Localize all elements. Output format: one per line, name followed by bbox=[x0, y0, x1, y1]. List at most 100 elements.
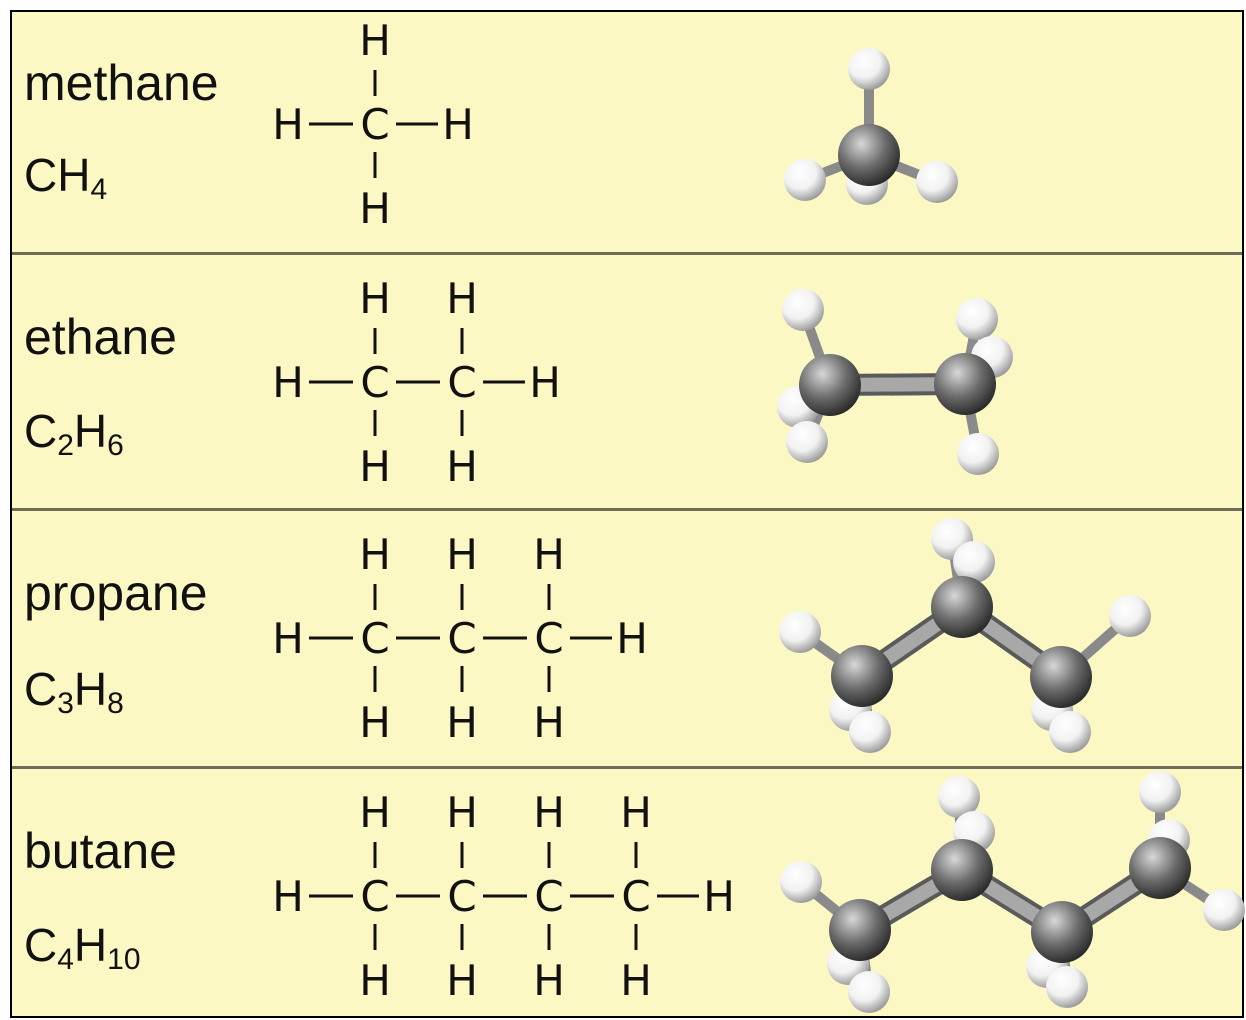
hydrogen-atom bbox=[780, 861, 822, 903]
carbon-atom bbox=[931, 576, 993, 638]
hydrogen-atom bbox=[782, 289, 824, 331]
molecule-name-butane: butane bbox=[24, 823, 177, 879]
hydrogen-label: H bbox=[359, 274, 391, 323]
hydrogen-atom bbox=[849, 711, 891, 753]
carbon-label: C bbox=[447, 614, 476, 663]
hydrogen-atom bbox=[956, 298, 998, 340]
hydrogen-atom bbox=[1109, 595, 1151, 637]
molecule-name-methane: methane bbox=[24, 55, 219, 111]
carbon-atom bbox=[1031, 901, 1093, 963]
hydrogen-label: H bbox=[446, 698, 478, 747]
carbon-atom bbox=[838, 124, 900, 186]
carbon-label: C bbox=[360, 100, 389, 149]
formula-part: C bbox=[24, 405, 58, 457]
hydrogen-label: H bbox=[272, 358, 304, 407]
hydrogen-label: H bbox=[446, 788, 478, 837]
formula-part: 10 bbox=[107, 943, 141, 976]
hydrogen-atom bbox=[916, 161, 958, 203]
ball-stick-model-ethane bbox=[777, 289, 1013, 475]
hydrogen-label: H bbox=[620, 956, 652, 1005]
hydrogen-label: H bbox=[446, 530, 478, 579]
hydrogen-label: H bbox=[359, 698, 391, 747]
hydrogen-atom bbox=[1046, 966, 1088, 1008]
hydrogen-label: H bbox=[616, 614, 648, 663]
formula-part: C bbox=[24, 919, 58, 971]
hydrogen-atom bbox=[786, 421, 828, 463]
hydrogen-atom bbox=[1139, 771, 1181, 813]
ball-stick-model-propane bbox=[779, 518, 1151, 753]
carbon-label: C bbox=[447, 358, 476, 407]
hydrogen-label: H bbox=[533, 788, 565, 837]
molecule-name-propane: propane bbox=[24, 565, 208, 621]
hydrogen-label: H bbox=[446, 956, 478, 1005]
hydrogen-atom bbox=[953, 541, 995, 583]
hydrogen-label: H bbox=[533, 530, 565, 579]
hydrogen-label: H bbox=[272, 872, 304, 921]
formula-part: 4 bbox=[57, 943, 74, 976]
carbon-label: C bbox=[360, 872, 389, 921]
molecule-formula-methane: CH4 bbox=[24, 149, 107, 205]
molecule-formula-propane: C3H8 bbox=[24, 663, 124, 719]
formula-part: H bbox=[73, 919, 108, 971]
carbon-label: C bbox=[534, 872, 563, 921]
carbon-label: C bbox=[360, 614, 389, 663]
hydrogen-label: H bbox=[442, 100, 474, 149]
hydrogen-label: H bbox=[533, 956, 565, 1005]
hydrogen-label: H bbox=[272, 100, 304, 149]
molecule-formula-butane: C4H10 bbox=[24, 919, 141, 975]
hydrogen-atom bbox=[779, 611, 821, 653]
carbon-atom bbox=[1030, 646, 1092, 708]
formula-part: C bbox=[24, 663, 58, 715]
formula-part: CH bbox=[24, 149, 91, 201]
molecule-name-ethane: ethane bbox=[24, 309, 177, 365]
formula-part: H bbox=[73, 663, 108, 715]
hydrogen-label: H bbox=[533, 698, 565, 747]
carbon-label: C bbox=[534, 614, 563, 663]
carbon-label: C bbox=[621, 872, 650, 921]
hydrogen-atom bbox=[848, 971, 890, 1013]
carbon-atom bbox=[1129, 837, 1191, 899]
hydrogen-label: H bbox=[703, 872, 735, 921]
formula-part: H bbox=[73, 405, 108, 457]
ball-stick-model-methane bbox=[784, 48, 958, 205]
hydrogen-label: H bbox=[359, 16, 391, 65]
carbon-label: C bbox=[360, 358, 389, 407]
row-divider bbox=[12, 508, 1242, 511]
formula-part: 4 bbox=[90, 173, 108, 206]
row-divider bbox=[12, 766, 1242, 769]
hydrogen-label: H bbox=[529, 358, 561, 407]
row-divider bbox=[12, 252, 1242, 255]
carbon-atom bbox=[799, 354, 861, 416]
hydrogen-label: H bbox=[359, 530, 391, 579]
carbon-atom bbox=[931, 839, 993, 901]
ball-and-stick-models bbox=[777, 48, 1245, 1013]
hydrogen-atom bbox=[938, 776, 980, 818]
hydrogen-label: H bbox=[620, 788, 652, 837]
hydrogen-label: H bbox=[359, 184, 391, 233]
hydrogen-label: H bbox=[359, 788, 391, 837]
formula-part: 2 bbox=[57, 429, 74, 462]
hydrogen-label: H bbox=[359, 442, 391, 491]
alkane-table: methane CH4 ethane C2H6 propane C3H8 but… bbox=[10, 10, 1245, 1018]
hydrogen-label: H bbox=[272, 614, 304, 663]
hydrogen-label: H bbox=[446, 274, 478, 323]
hydrogen-atom bbox=[1049, 711, 1091, 753]
formula-part: 6 bbox=[107, 429, 124, 462]
carbon-atom bbox=[934, 353, 996, 415]
ball-stick-model-butane bbox=[780, 771, 1245, 1013]
hydrogen-atom bbox=[1203, 889, 1245, 931]
hydrogen-label: H bbox=[359, 956, 391, 1005]
formula-part: 3 bbox=[57, 687, 74, 720]
hydrogen-atom bbox=[957, 433, 999, 475]
carbon-atom bbox=[829, 899, 891, 961]
molecule-formula-ethane: C2H6 bbox=[24, 405, 124, 461]
formula-part: 8 bbox=[107, 687, 124, 720]
carbon-atom bbox=[831, 645, 893, 707]
hydrogen-label: H bbox=[446, 442, 478, 491]
hydrogen-atom bbox=[848, 48, 890, 90]
